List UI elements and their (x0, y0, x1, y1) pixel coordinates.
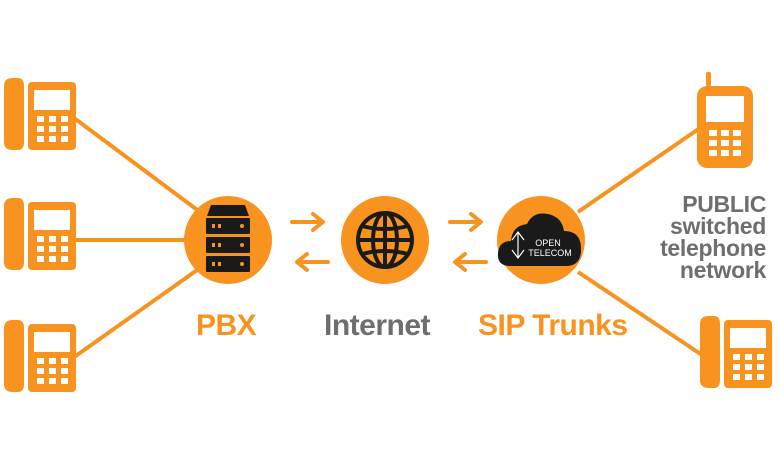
pstn-line: telephone (660, 235, 766, 261)
cloud-logo-line2: TELECOM (528, 248, 572, 258)
internet-label: Internet (324, 309, 431, 342)
cloud-logo-line1: OPEN (535, 238, 561, 248)
arrows-internet-sip (448, 212, 488, 272)
pstn-line: PUBLIC (682, 191, 766, 217)
pstn-line: switched (669, 213, 766, 239)
pbx-label: PBX (196, 309, 257, 342)
arrows-pbx-internet (290, 212, 330, 272)
desk-phone-icon (4, 78, 76, 150)
line-sip-mobile (576, 126, 702, 214)
internet-node (341, 196, 429, 284)
cloud-icon (497, 213, 582, 266)
pstn-label: PUBLIC switched telephone network (660, 191, 766, 283)
pstn-line: network (679, 257, 766, 283)
desk-phone-icon (700, 316, 772, 388)
line-sip-deskphone (576, 270, 704, 357)
mobile-phone-icon (697, 72, 753, 168)
connection-lines (68, 113, 704, 362)
server-icon (206, 205, 250, 272)
desk-phone-icon (4, 320, 76, 392)
line-phone1-pbx (68, 113, 202, 214)
line-phone3-pbx (68, 266, 202, 362)
desk-phone-icon (4, 198, 76, 270)
globe-icon (356, 211, 414, 269)
pbx-node (184, 196, 272, 284)
sip-trunks-label: SIP Trunks (478, 309, 628, 342)
sip-trunks-node: OPEN TELECOM (497, 196, 585, 284)
